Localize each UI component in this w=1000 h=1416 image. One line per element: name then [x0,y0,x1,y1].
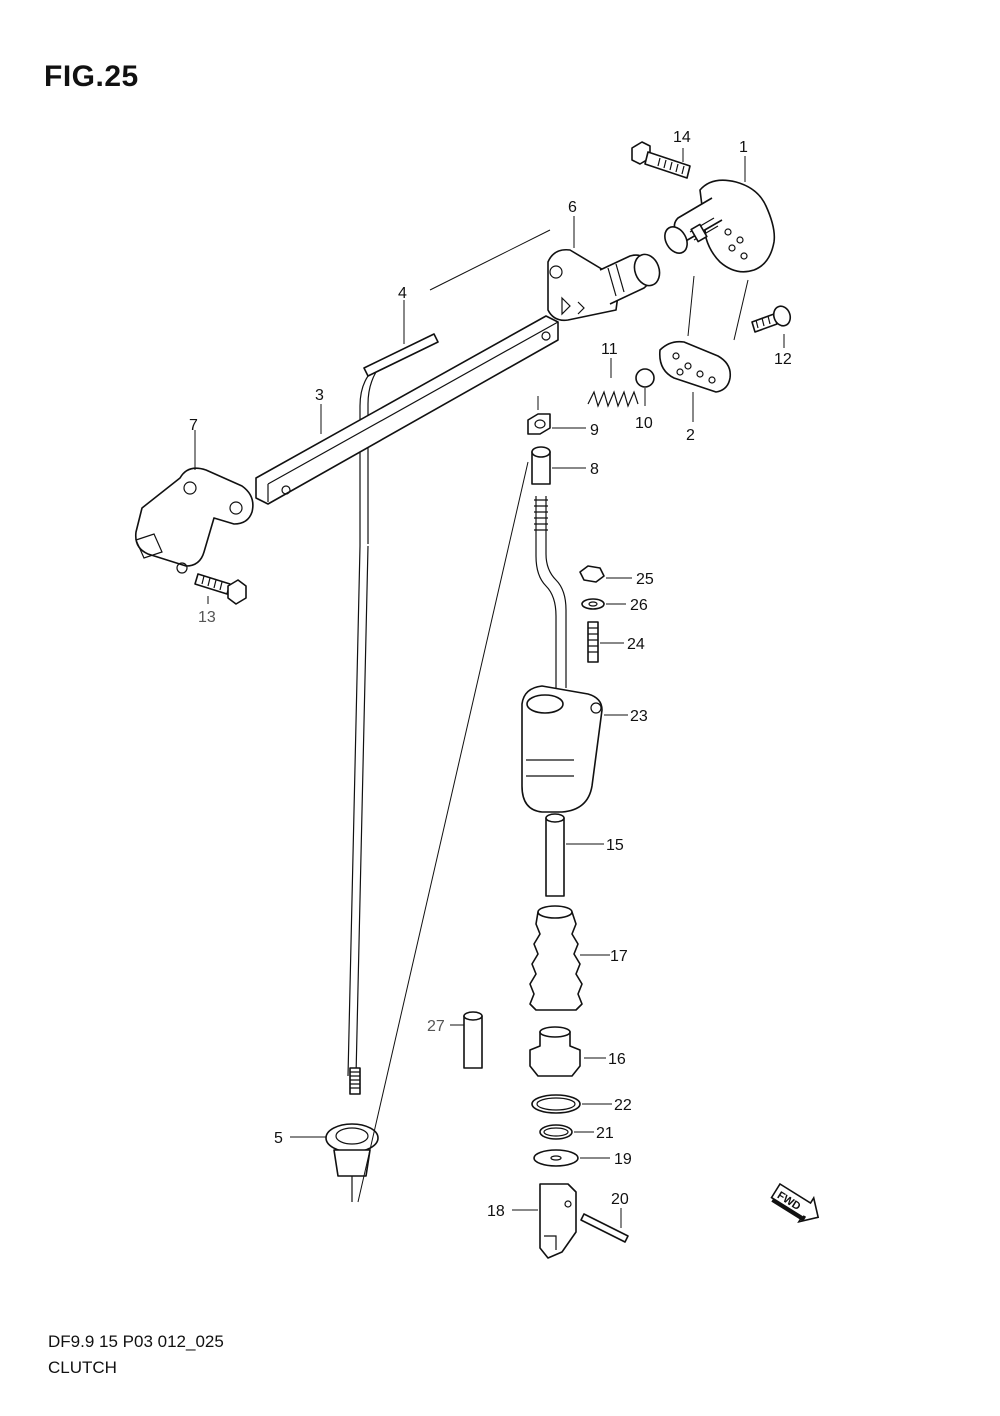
part-12-bolt [751,305,792,333]
callout-14: 14 [673,129,691,146]
callout-18: 18 [487,1203,505,1220]
part-6-shift-arm [547,248,661,322]
figure-code: DF9.9 15 P03 012_025 [48,1332,224,1351]
part-18-rod-end [539,1183,577,1259]
callout-19: 19 [614,1151,632,1168]
part-21-o-ring [539,1124,573,1140]
callout-8: 8 [590,461,599,478]
part-15-rod [545,813,565,897]
part-20-pin [580,1213,629,1243]
figure-title: FIG.25 [44,60,139,93]
callout-26: 26 [630,597,648,614]
part-11-spring [587,390,639,408]
callout-21: 21 [596,1125,614,1142]
callout-16: 16 [608,1051,626,1068]
part-1-clutch-shaft-arm [664,179,776,273]
callout-22: 22 [614,1097,632,1114]
part-16-bush [529,1026,581,1077]
part-10-ball [635,368,655,388]
callout-4: 4 [398,285,407,302]
part-17-rubber-boot [529,905,583,1011]
callout-27: 27 [427,1018,445,1035]
callout-17: 17 [610,948,628,965]
callout-11: 11 [601,341,618,358]
figure-name: CLUTCH [48,1358,117,1377]
callout-2: 2 [686,427,695,444]
part-13-bolt [194,573,247,605]
part-23-rod-guide [521,685,603,813]
part-8-sleeve [531,446,551,485]
callout-12: 12 [774,351,792,368]
callout-15: 15 [606,837,624,854]
callout-10: 10 [635,415,653,432]
fwd-arrow-icon: FWD [770,1182,820,1223]
part-26-washer [581,598,605,610]
assembly-guide-line [357,461,529,1203]
callout-7: 7 [189,417,198,434]
part-25-nut [579,565,605,583]
part-4-shift-rod [347,333,439,1095]
callout-20: 20 [611,1191,629,1208]
callout-24: 24 [627,636,645,653]
callout-23: 23 [630,708,648,725]
part-22-o-ring [531,1094,581,1114]
callout-6: 6 [568,199,577,216]
part-2-detent-plate [658,340,732,393]
callout-labels: 1 2 3 4 5 6 7 8 9 10 11 12 13 14 15 16 1… [189,129,792,1220]
callout-1: 1 [739,139,748,156]
part-9-nut [527,413,551,435]
part-14-bolt [631,141,691,179]
part-19-washer [533,1149,579,1167]
shift-rod-lower [534,496,567,688]
part-27-pin [463,1011,483,1069]
part-5-seal [325,1123,379,1202]
part-3-clutch-shaft [255,315,559,505]
leader-lines [194,148,785,1228]
callout-3: 3 [315,387,324,404]
part-24-stud [587,621,599,663]
callout-13: 13 [198,609,216,626]
callout-25: 25 [636,571,654,588]
callout-9: 9 [590,422,599,439]
callout-5: 5 [274,1130,283,1147]
part-7-link-arm [134,467,254,574]
